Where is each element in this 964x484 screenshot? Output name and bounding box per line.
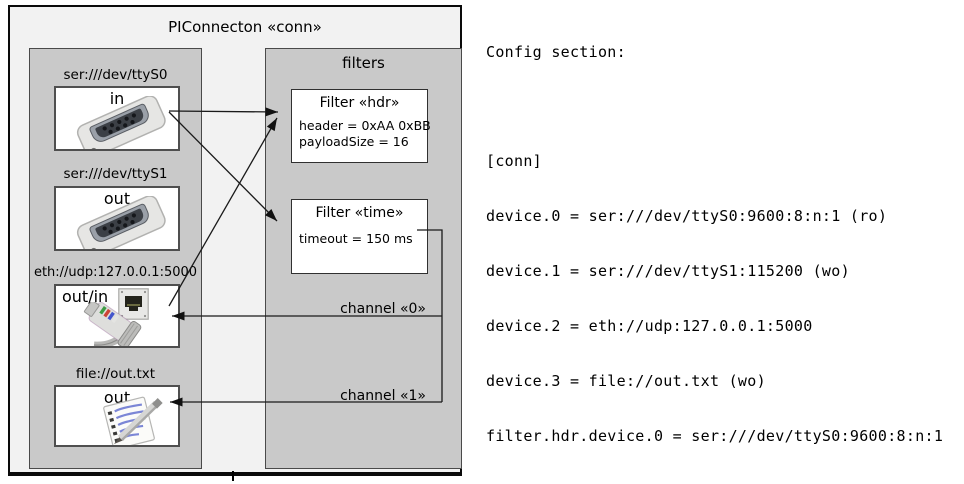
config-line: [conn] <box>486 152 542 171</box>
bottom-edge-tick <box>232 471 234 481</box>
serial-connector-icon <box>76 96 166 149</box>
filters-panel-title: filters <box>342 54 385 72</box>
device-uri-ttys1: ser:///dev/ttyS1 <box>63 166 168 182</box>
piconnecton-component: PIConnecton «conn» ser:///dev/ttyS0 in <box>8 5 462 476</box>
device-uri-eth: eth://udp:127.0.0.1:5000 <box>33 265 198 280</box>
config-line: device.1 = ser:///dev/ttyS1:115200 (wo) <box>486 262 850 281</box>
filters-panel: filters Filter «hdr» header = 0xAA 0xBB … <box>265 48 462 469</box>
config-line: filter.hdr.device.0 = ser:///dev/ttyS0:9… <box>486 426 944 445</box>
config-section: Config section: [conn] device.0 = ser://… <box>486 6 953 484</box>
device-direction-label: out/in <box>62 287 109 306</box>
config-line: device.3 = file://out.txt (wo) <box>486 371 766 390</box>
config-line: device.0 = ser:///dev/ttyS0:9600:8:n:1 (… <box>486 207 888 226</box>
serial-connector-icon <box>76 196 166 249</box>
device-box-ttys1: out <box>54 186 180 251</box>
ethernet-port-icon <box>118 288 149 320</box>
filter-time-title: Filter «time» <box>315 205 404 221</box>
notepad-icon <box>103 396 163 445</box>
devices-panel: ser:///dev/ttyS0 in <box>29 48 202 469</box>
config-line: filter.hdr.device.1 = eth://udp:127.0.0.… <box>486 482 953 484</box>
filter-time-box: Filter «time» timeout = 150 ms <box>291 199 428 274</box>
device-box-ttys0: in <box>54 86 180 151</box>
device-direction-label: out <box>103 189 131 208</box>
config-heading: Config section: <box>486 42 626 61</box>
filter-hdr-box: Filter «hdr» header = 0xAA 0xBB payloadS… <box>291 89 431 163</box>
device-box-file: out <box>54 385 180 447</box>
ethernet-plug-icon <box>83 302 142 346</box>
device-uri-file: file://out.txt <box>75 366 156 382</box>
filter-hdr-attr-header: header = 0xAA 0xBB <box>299 118 431 133</box>
device-uri-ttys0: ser:///dev/ttyS0 <box>63 67 168 83</box>
component-title: PIConnecton «conn» <box>168 18 322 36</box>
config-line: device.2 = eth://udp:127.0.0.1:5000 <box>486 317 813 336</box>
filter-time-attr-timeout: timeout = 150 ms <box>299 231 413 246</box>
device-box-eth: out/in <box>54 284 180 348</box>
channel-1-label: channel «1» <box>340 388 426 404</box>
filter-hdr-attr-payloadsize: payloadSize = 16 <box>299 134 409 149</box>
device-direction-label: in <box>109 89 125 108</box>
channel-0-label: channel «0» <box>340 301 426 317</box>
filter-hdr-title: Filter «hdr» <box>319 95 400 111</box>
